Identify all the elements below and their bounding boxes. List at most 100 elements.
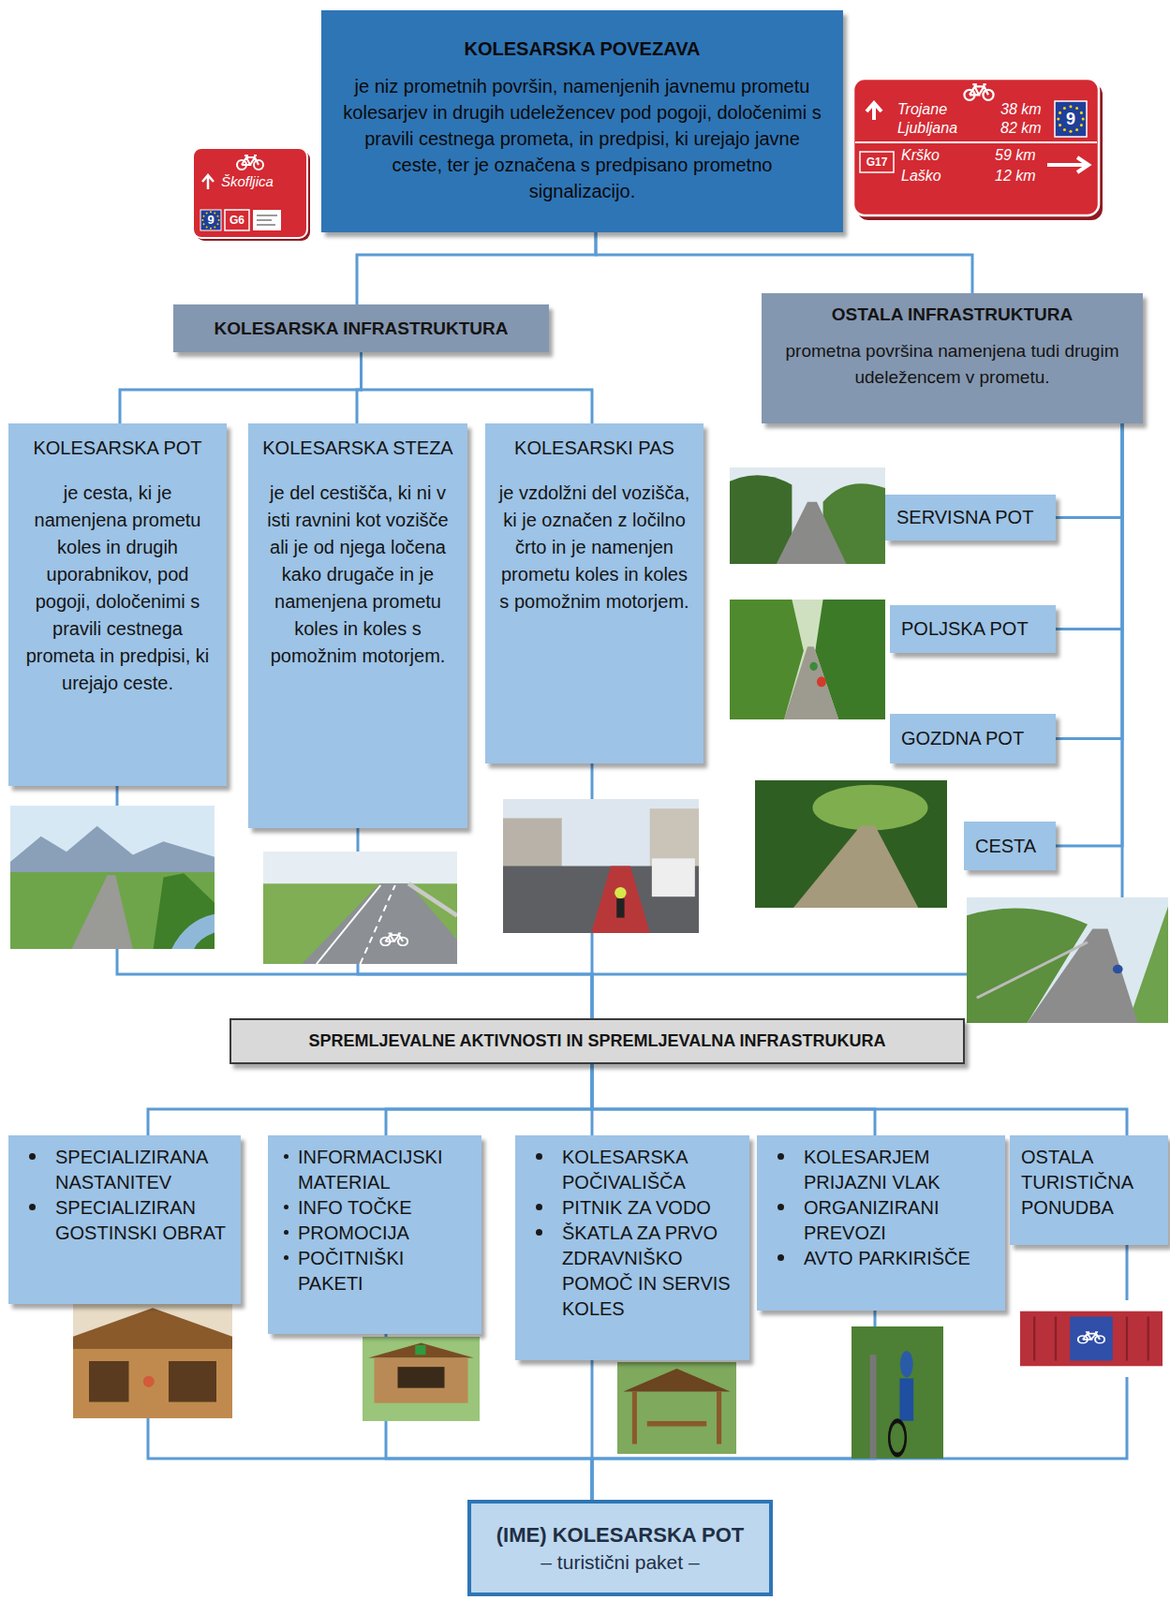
list-box: SPECIALIZIRANA NASTANITEVSPECIALIZIRAN G… xyxy=(8,1135,241,1304)
list-item: SPECIALIZIRANA NASTANITEV xyxy=(55,1144,232,1196)
bike-lane-photo-part xyxy=(614,887,627,899)
small-road-sign-part xyxy=(202,175,214,190)
box-label: CESTA xyxy=(975,835,1045,858)
road-photo-part xyxy=(1027,929,1139,1024)
small-road-sign-part xyxy=(252,209,282,231)
bike-lane-photo-part xyxy=(591,866,651,934)
sign-text: Laško xyxy=(901,168,942,184)
box-heading: KOLESARSKA POT xyxy=(17,434,218,461)
train-photo-part xyxy=(1020,1300,1163,1378)
road-photo-part xyxy=(171,914,215,949)
list-box: KOLESARJEM PRIJAZNI VLAKORGANIZIRANI PRE… xyxy=(756,1135,1006,1311)
definition-box: KOLESARSKA POT je cesta, ki je namenjena … xyxy=(8,423,227,786)
service-road-photo-part xyxy=(729,467,886,564)
connector-line xyxy=(592,1064,875,1136)
small-road-sign xyxy=(192,148,311,241)
box-label: SERVISNA POT xyxy=(896,506,1045,529)
list-item: KOLESARSKA POČIVALIŠČA xyxy=(562,1144,741,1196)
large-road-sign-part xyxy=(859,151,894,173)
accommodation-photo-part xyxy=(168,1361,217,1403)
cyclist-photo-part xyxy=(900,1350,914,1378)
large-road-sign xyxy=(853,78,1103,221)
bike-path-photo-part xyxy=(380,933,408,946)
info-point-photo-part xyxy=(398,1366,445,1389)
service-road-photo-part xyxy=(776,502,847,564)
large-road-sign-part xyxy=(963,84,993,101)
section-band: SPREMLJEVALNE AKTIVNOSTI IN SPREMLJEVALN… xyxy=(229,1018,965,1065)
rest-area-photo-part xyxy=(632,1392,637,1445)
road-photo-part xyxy=(966,897,1169,1023)
road-photo-part xyxy=(10,872,215,949)
sign-text: 82 km xyxy=(1000,120,1042,136)
rest-area-photo-part xyxy=(617,1362,737,1454)
forest-road-photo xyxy=(755,780,948,908)
box-heading: KOLESARSKA POVEZAVA xyxy=(338,38,827,60)
small-road-sign-part xyxy=(200,209,222,231)
connector-line xyxy=(361,352,593,424)
accommodation-photo-part xyxy=(73,1303,233,1419)
category-box: OSTALA INFRASTRUKTURA prometna površina n… xyxy=(761,293,1143,424)
small-road-sign-part xyxy=(192,148,308,238)
box-body-text: je cesta, ki je namenjena prometu koles … xyxy=(17,479,218,697)
train-photo-part xyxy=(1020,1311,1163,1367)
info-point-photo xyxy=(362,1336,480,1422)
cyclist-photo-part xyxy=(899,1377,914,1421)
info-point-photo-part xyxy=(368,1342,474,1358)
connector-line xyxy=(148,1064,593,1136)
connector-line xyxy=(385,1064,593,1136)
box-body-text: prometna površina namenjena tudi drugim … xyxy=(772,338,1132,390)
bike-path-photo-part xyxy=(263,883,458,964)
rest-area-photo-part xyxy=(716,1392,722,1445)
large-road-sign-part xyxy=(853,78,1099,216)
road-photo xyxy=(10,805,215,949)
list-item: POČITNIŠKI PAKETI xyxy=(297,1245,473,1297)
list-item: KOLESARJEM PRIJAZNI VLAK xyxy=(803,1144,996,1196)
rest-area-photo xyxy=(617,1362,737,1454)
box-label: OSTALA TURISTIČNA PONUDBA xyxy=(1021,1144,1157,1221)
road-photo-part xyxy=(71,874,133,949)
sign-text: 59 km xyxy=(994,148,1037,163)
box-body-text: je vzdolžni del vozišča, ki je označen z… xyxy=(494,479,695,616)
large-road-sign-part xyxy=(1054,101,1087,137)
accommodation-photo-part xyxy=(143,1376,155,1388)
box-label: KOLESARSKA INFRASTRUKTURA xyxy=(182,318,540,340)
sign-text: G6 xyxy=(224,214,250,226)
box-body-text: je del cestišča, ki ni v isti ravnini ko… xyxy=(257,479,459,670)
list-item: ŠKATLA ZA PRVO ZDRAVNIŠKO POMOČ IN SERVI… xyxy=(562,1220,741,1322)
bike-path-photo-part xyxy=(263,851,458,964)
field-road-photo-part xyxy=(729,599,886,720)
connector-line xyxy=(1055,423,1123,846)
accommodation-photo-part xyxy=(73,1307,233,1349)
connector-line xyxy=(1055,423,1123,630)
small-road-sign-part xyxy=(256,215,278,225)
box-heading: KOLESARSKA STEZA xyxy=(257,434,459,461)
type-label-box: SERVISNA POT xyxy=(885,494,1056,541)
sign-text: 12 km xyxy=(994,168,1037,184)
connector-line xyxy=(119,352,362,424)
forest-road-photo-part xyxy=(793,826,919,908)
cyclist-photo-part xyxy=(870,1354,877,1459)
train-photo-part xyxy=(1034,1317,1149,1362)
cyclist-photo-part xyxy=(888,1421,906,1455)
bike-path-photo-part xyxy=(301,883,458,964)
sign-text: Krško xyxy=(901,148,940,163)
small-road-sign-part xyxy=(236,155,264,170)
large-road-sign-part xyxy=(855,141,1097,144)
info-point-photo-part xyxy=(374,1358,469,1404)
field-road-photo-part xyxy=(784,646,839,720)
list-item: INFO TOČKE xyxy=(297,1195,473,1221)
rest-area-photo-part xyxy=(622,1368,730,1393)
box-heading: OSTALA INFRASTRUKTURA xyxy=(772,304,1132,326)
road-photo-part xyxy=(1112,964,1124,975)
sign-text: 9 xyxy=(1054,110,1087,128)
box-body-text: je niz prometnih površin, namenjenih jav… xyxy=(338,73,827,205)
list-box: OSTALA TURISTIČNA PONUDBA xyxy=(1009,1135,1169,1245)
list-item: ORGANIZIRANI PREVOZI xyxy=(803,1195,996,1246)
category-band: KOLESARSKA INFRASTRUKTURA xyxy=(173,304,549,353)
road-photo-part xyxy=(153,873,215,949)
definition-box: KOLESARSKA STEZA je del cestišča, ki ni v… xyxy=(248,423,468,829)
bike-path-photo-part xyxy=(408,883,458,916)
bike-path-photo-part xyxy=(316,885,381,964)
connector-line xyxy=(1055,423,1123,519)
forest-road-photo-part xyxy=(813,784,929,831)
